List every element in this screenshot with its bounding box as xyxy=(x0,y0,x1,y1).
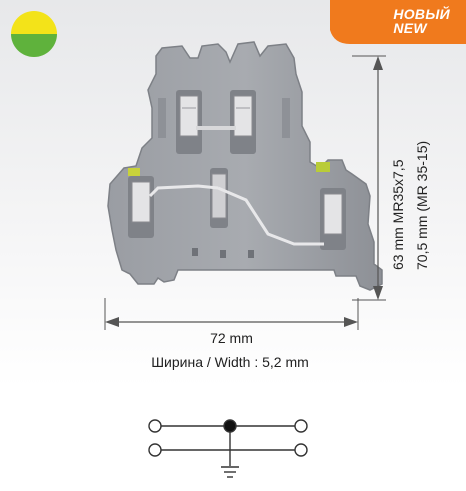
badge-line-ru: НОВЫЙ xyxy=(393,6,450,22)
double-level-terminal-with-ground-icon xyxy=(140,404,320,486)
new-badge: НОВЫЙ NEW xyxy=(324,0,466,44)
height-label-mr35x75: 63 mm MR35x7,5 xyxy=(390,159,406,270)
badge-line-en: NEW xyxy=(393,20,427,36)
yellow-green-color-code-icon xyxy=(10,10,58,58)
height-label-mr35-15: 70,5 mm (MR 35-15) xyxy=(414,140,430,270)
terminal-block-image xyxy=(98,38,388,304)
width-total-label: 72 mm xyxy=(210,330,253,346)
module-width-label: Ширина / Width : 5,2 mm xyxy=(151,354,309,370)
